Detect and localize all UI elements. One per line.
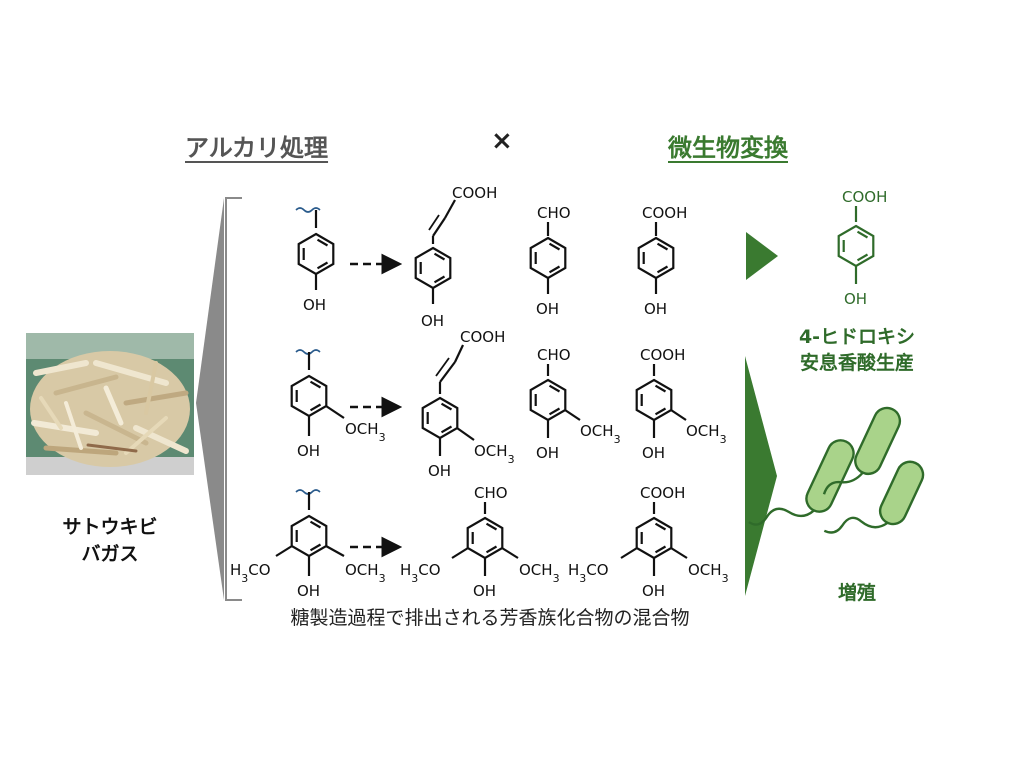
bagasse-label-line2: バガス [81,543,139,565]
svg-text:CHO: CHO [537,204,571,222]
alkali-treatment-heading: アルカリ処理 [185,134,329,162]
row1-coumaric-acid: COOH OH [414,184,497,330]
row3-lignin-unit: H3CO OCH3 OH [230,489,386,600]
svg-text:OH: OH [642,582,665,600]
svg-text:OCH3: OCH3 [686,422,727,446]
svg-text:OH: OH [473,582,496,600]
svg-text:H3CO: H3CO [400,561,441,585]
svg-text:OH: OH [642,444,665,462]
svg-text:OH: OH [421,312,444,330]
growth-arrow [745,356,777,596]
bagasse-label-line1: サトウキビ [62,516,158,538]
svg-text:OCH3: OCH3 [580,422,621,446]
svg-text:OCH3: OCH3 [345,420,386,444]
row1-hydroxybenzaldehyde: CHO OH [529,204,571,318]
row2-vanillin: CHO OCH3 OH [529,346,621,462]
svg-text:COOH: COOH [640,484,685,502]
row1-lignin-unit: OH [295,207,335,314]
svg-text:OH: OH [644,300,667,318]
bacterium [822,406,902,495]
svg-text:OCH3: OCH3 [474,442,515,466]
svg-text:OH: OH [428,462,451,480]
product-label-line1: 4-ヒドロキシ [798,326,916,348]
mixture-caption: 糖製造過程で排出される芳香族化合物の混合物 [290,607,690,629]
row2-lignin-unit: OCH3 OH [290,349,386,460]
svg-text:CHO: CHO [537,346,571,364]
product-hydroxybenzoic-acid: COOH OH [837,188,887,308]
svg-text:OH: OH [297,442,320,460]
svg-text:COOH: COOH [452,184,497,202]
svg-text:OH: OH [844,290,867,308]
svg-text:COOH: COOH [640,346,685,364]
svg-text:H3CO: H3CO [568,561,609,585]
svg-text:OH: OH [303,296,326,314]
bracket [225,197,242,601]
svg-text:COOH: COOH [842,188,887,206]
svg-text:OCH3: OCH3 [345,561,386,585]
svg-text:COOH: COOH [642,204,687,222]
times-symbol: × [491,126,513,156]
funnel-arrow [196,198,224,600]
growth-label: 増殖 [837,582,876,604]
bagasse-photo [26,333,194,475]
row1-hydroxybenzoic-acid: COOH OH [637,204,687,318]
product-label-line2: 安息香酸生産 [799,352,914,374]
bacteria-cluster [748,406,925,534]
svg-text:COOH: COOH [460,328,505,346]
svg-text:OH: OH [536,444,559,462]
row2-vanillic-acid: COOH OCH3 OH [635,346,727,462]
svg-text:OH: OH [536,300,559,318]
svg-text:CHO: CHO [474,484,508,502]
microbial-conversion-heading: 微生物変換 [668,134,788,162]
svg-text:OCH3: OCH3 [519,561,560,585]
svg-text:OH: OH [297,582,320,600]
row3-syringaldehyde: CHO H3CO OCH3 OH [400,484,560,600]
product-arrow [746,232,778,280]
svg-text:H3CO: H3CO [230,561,271,585]
row2-ferulic-acid: COOH OCH3 OH [421,328,515,480]
bacterium [823,460,925,534]
svg-text:OCH3: OCH3 [688,561,729,585]
row3-syringic-acid: COOH H3CO OCH3 OH [568,484,729,600]
